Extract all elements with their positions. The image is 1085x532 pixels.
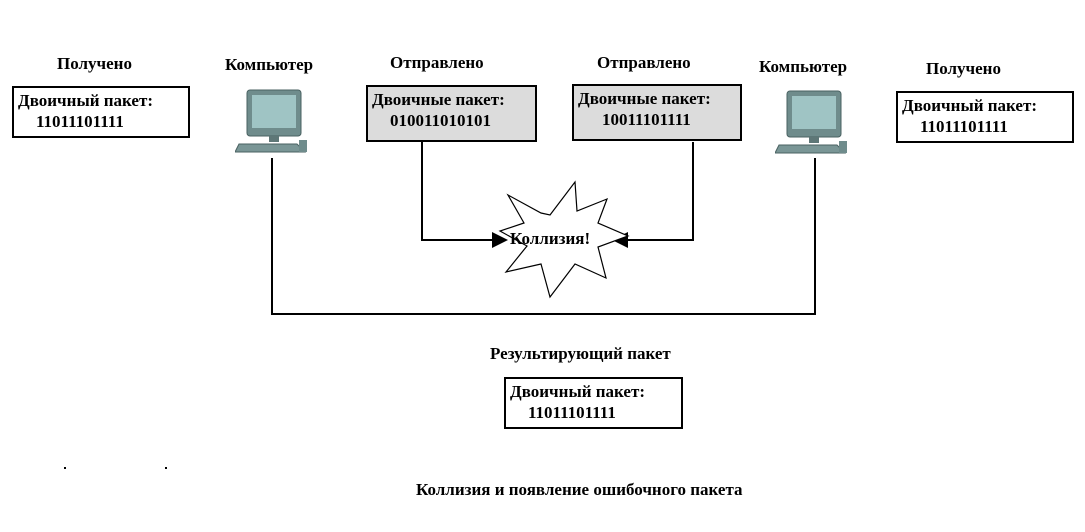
- right-sent-packet-value: 10011101111: [602, 110, 691, 129]
- stray-dot: [64, 467, 66, 469]
- shared-bus-line: [271, 158, 816, 315]
- right-sent-packet-box: Двоичные пакет: 10011101111: [572, 84, 742, 141]
- computer-icon: [235, 89, 307, 153]
- right-sent-label: Отправлено: [597, 53, 691, 72]
- left-received-packet-value: 11011101111: [36, 112, 124, 131]
- diagram-caption: Коллизия и появление ошибочного пакета: [416, 480, 743, 499]
- stray-dot: [165, 467, 167, 469]
- left-sent-wire: [421, 142, 508, 248]
- right-received-packet-value: 11011101111: [920, 117, 1008, 136]
- result-packet-value: 11011101111: [528, 403, 616, 422]
- right-received-label: Получено: [926, 59, 1001, 78]
- left-sent-label: Отправлено: [390, 53, 484, 72]
- result-label: Результирующий пакет: [490, 344, 671, 363]
- left-received-packet-box: Двоичный пакет: 11011101111: [12, 86, 190, 138]
- right-received-packet-title: Двоичный пакет:: [902, 96, 1037, 115]
- right-sent-wire: [612, 142, 694, 248]
- computer-icon: [775, 90, 847, 154]
- result-packet-box: Двоичный пакет: 11011101111: [504, 377, 683, 429]
- collision-burst-icon: [498, 180, 630, 299]
- left-sent-packet-value: 010011010101: [390, 111, 492, 130]
- left-sent-packet-box: Двоичные пакет: 010011010101: [366, 85, 537, 142]
- left-computer-label: Компьютер: [225, 55, 314, 74]
- left-received-label: Получено: [57, 54, 132, 73]
- right-received-packet-box: Двоичный пакет: 11011101111: [896, 91, 1074, 143]
- collision-label: Коллизия!: [510, 229, 591, 248]
- right-sent-packet-title: Двоичные пакет:: [578, 89, 711, 108]
- right-computer-label: Компьютер: [759, 57, 848, 76]
- left-received-packet-title: Двоичный пакет:: [18, 91, 153, 110]
- result-packet-title: Двоичный пакет:: [510, 382, 645, 401]
- left-sent-packet-title: Двоичные пакет:: [372, 90, 505, 109]
